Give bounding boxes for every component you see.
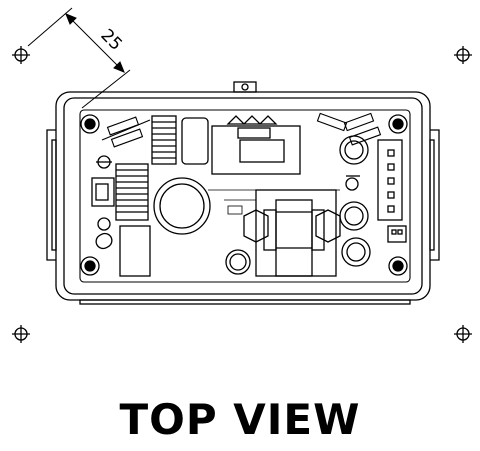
left-connector — [91, 177, 115, 207]
right-header-connector — [377, 139, 403, 221]
top-right-fuses — [316, 112, 382, 146]
mounting-screw-top-left — [80, 114, 100, 134]
mosfet-left — [243, 209, 269, 243]
pcb-board — [79, 109, 411, 283]
capacitor-right-bottom — [341, 237, 371, 267]
mounting-screw-bottom-right — [388, 256, 408, 276]
enclosure-outline — [46, 81, 440, 305]
pcb-traces — [208, 189, 340, 215]
top-left-fuses — [101, 116, 151, 148]
mounting-screw-top-right — [388, 114, 408, 134]
bulk-capacitor — [153, 177, 211, 235]
mounting-screw-bottom-left — [80, 256, 100, 276]
capacitor-right-top — [339, 135, 369, 165]
registration-mark-bottom-right — [454, 325, 472, 343]
dimension-callout — [27, 7, 131, 109]
dimension-label: 25 — [96, 25, 125, 54]
mosfet-right — [315, 209, 341, 243]
regulator-heatsink — [211, 115, 301, 175]
small-capacitor — [225, 249, 251, 275]
registration-mark-bottom-left — [12, 325, 30, 343]
film-capacitor — [181, 117, 209, 165]
inductor-coil-top — [151, 115, 177, 165]
registration-mark-top-left — [12, 46, 30, 64]
transformer — [255, 189, 337, 277]
registration-mark-top-right — [454, 46, 472, 64]
small-right-connector — [387, 225, 407, 243]
capacitor-right-middle — [339, 201, 369, 231]
sensor-probe — [345, 175, 360, 191]
view-title: TOP VIEW — [119, 395, 361, 444]
inductor-coil-left — [115, 163, 149, 221]
left-small-components — [95, 155, 151, 277]
